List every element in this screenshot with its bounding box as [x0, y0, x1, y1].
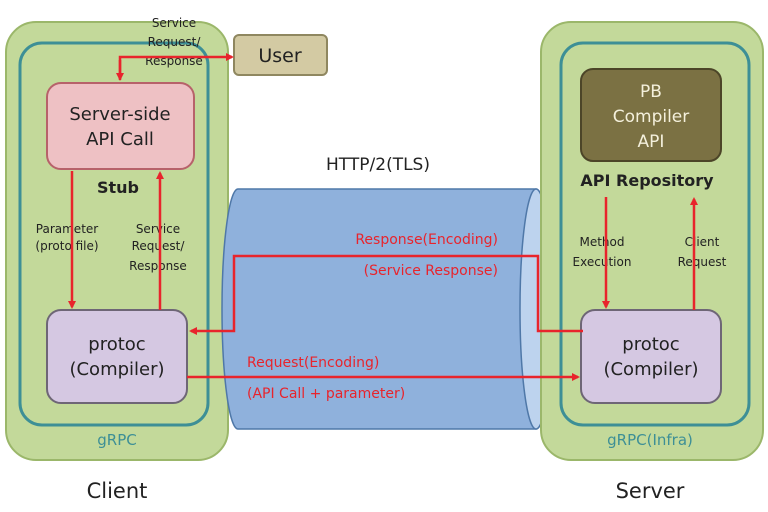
server-label: Server [616, 479, 685, 503]
method-execution-line1: Method [579, 235, 624, 249]
api-repository-label: API Repository [580, 171, 714, 190]
stub-service-label-line3: Response [129, 259, 187, 273]
client-label: Client [87, 479, 148, 503]
pb-compiler-line1: PB [640, 82, 662, 102]
user-box [233, 34, 328, 76]
stub-service-label-line1: Service [136, 222, 180, 236]
pb-compiler-line3: API [638, 132, 665, 152]
server-grpc-label: gRPC(Infra) [607, 431, 693, 449]
client-grpc-label: gRPC [97, 431, 136, 449]
method-execution-line2: Execution [573, 255, 632, 269]
client-request-line1: Client [685, 235, 720, 249]
server-protoc-line2: (Compiler) [603, 359, 698, 380]
request-flow-line2: (API Call + parameter) [247, 386, 405, 402]
request-flow-line1: Request(Encoding) [247, 355, 379, 371]
server-panel: gRPC(Infra) Server PB Compiler API API R… [540, 21, 764, 503]
client-grpc-boundary [18, 41, 210, 427]
arrow-response-encoding [189, 254, 583, 335]
client-protoc-line2: (Compiler) [69, 359, 164, 380]
server-side-api-call-box [46, 82, 195, 170]
pb-compiler-line2: Compiler [613, 107, 690, 127]
server-protoc-box [580, 309, 722, 404]
server-side-api-call-line1: Server-side [69, 104, 170, 125]
parameter-label-line1: Parameter [36, 222, 98, 236]
flow-arrows [68, 53, 698, 381]
user-service-label-line1: Service [152, 16, 196, 30]
stub-label: Stub [97, 178, 139, 197]
client-protoc-box [46, 309, 188, 404]
client-protoc-line1: protoc [88, 334, 145, 355]
response-flow-line1: Response(Encoding) [355, 232, 498, 248]
client-panel: gRPC Client Server-side API Call Stub Pa… [5, 21, 229, 503]
server-protoc-line1: protoc [622, 334, 679, 355]
pb-compiler-api-box [580, 68, 722, 162]
server-side-api-call-line2: API Call [86, 129, 154, 150]
client-request-line2: Request [678, 255, 727, 269]
server-grpc-boundary [559, 41, 751, 427]
parameter-label-line2: (proto file) [35, 239, 98, 253]
transport-title: HTTP/2(TLS) [326, 155, 430, 175]
user-label: User [258, 45, 301, 67]
response-flow-line2: (Service Response) [364, 263, 498, 279]
user-service-label-line2: Request/ [148, 35, 202, 49]
stub-service-label-line2: Request/ [132, 239, 186, 253]
user-node: User Service Request/ Response [145, 16, 328, 76]
